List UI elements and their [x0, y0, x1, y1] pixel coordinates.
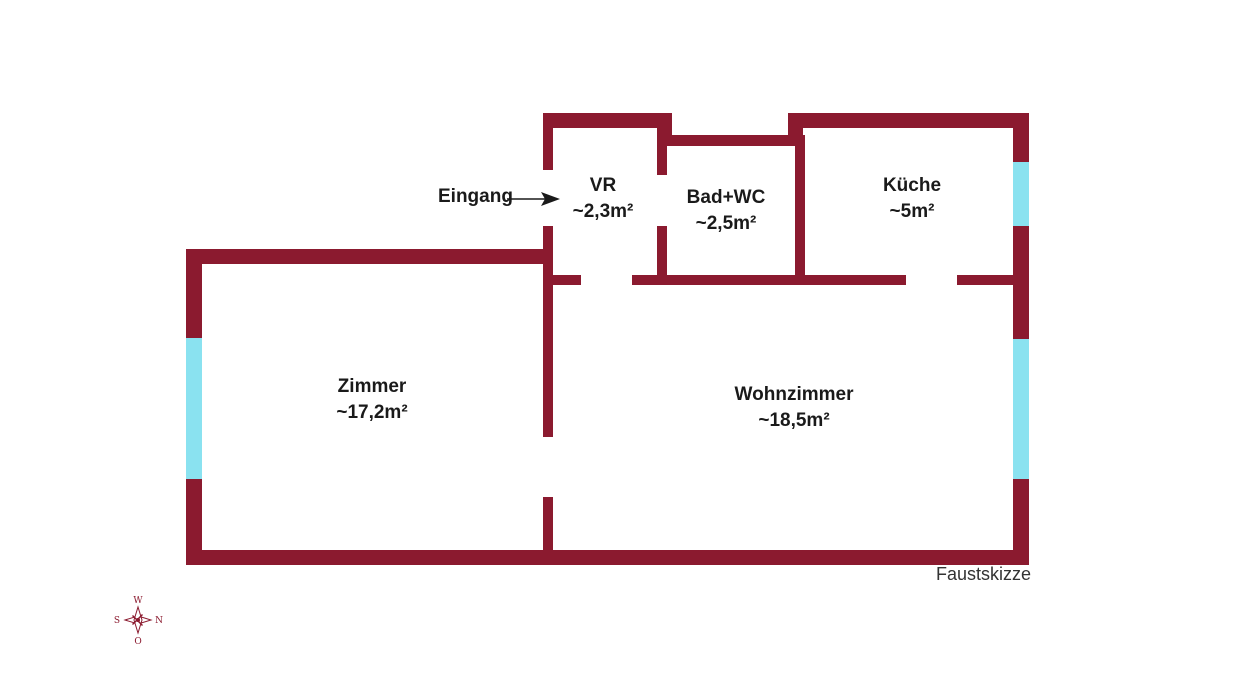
room-name: VR: [589, 175, 617, 196]
wall: [657, 113, 667, 175]
wall: [543, 226, 553, 256]
wall: [788, 113, 1029, 128]
window: [1013, 339, 1029, 479]
room-area: ~2,5m²: [695, 213, 757, 234]
window: [186, 338, 202, 479]
entrance-label: Eingang: [438, 186, 513, 207]
wall: [186, 249, 202, 338]
room-area: ~5m²: [889, 201, 935, 222]
wall: [186, 550, 1029, 565]
entrance-arrow: [507, 192, 560, 206]
wall: [657, 226, 667, 285]
window: [1013, 162, 1029, 226]
wall: [632, 275, 906, 285]
room-area: ~18,5m²: [758, 410, 830, 431]
wall: [1013, 479, 1029, 565]
room-label-kueche: Küche ~5m²: [883, 173, 941, 225]
wall: [1013, 113, 1029, 162]
wall: [543, 497, 553, 557]
room-name: Zimmer: [337, 376, 407, 397]
wall: [186, 249, 552, 264]
wall: [657, 135, 803, 146]
room-label-vr: VR ~2,3m²: [573, 173, 634, 225]
compass-left-label: S: [114, 616, 120, 626]
wall: [1013, 226, 1029, 339]
room-name: Küche: [882, 175, 942, 196]
room-area: ~2,3m²: [572, 201, 634, 222]
wall: [186, 479, 202, 565]
room-label-wohnzimmer: Wohnzimmer ~18,5m²: [735, 382, 854, 434]
compass-bottom-label: O: [134, 637, 141, 647]
compass-rose: W O S N: [114, 596, 163, 647]
room-area: ~17,2m²: [336, 402, 408, 423]
sketch-note: Faustskizze: [936, 564, 1032, 584]
wall: [543, 113, 672, 128]
walls: [186, 113, 1029, 565]
windows: [186, 162, 1029, 479]
compass-top-label: W: [133, 596, 143, 606]
room-name: Wohnzimmer: [734, 384, 854, 405]
room-label-zimmer: Zimmer ~17,2m²: [336, 374, 407, 426]
wall: [543, 113, 553, 170]
room-name: Bad+WC: [686, 187, 766, 208]
compass-right-label: N: [155, 616, 163, 626]
wall: [543, 249, 553, 437]
room-label-bad-wc: Bad+WC ~2,5m²: [687, 185, 766, 237]
wall: [957, 275, 1029, 285]
wall: [543, 275, 581, 285]
wall: [795, 135, 805, 285]
